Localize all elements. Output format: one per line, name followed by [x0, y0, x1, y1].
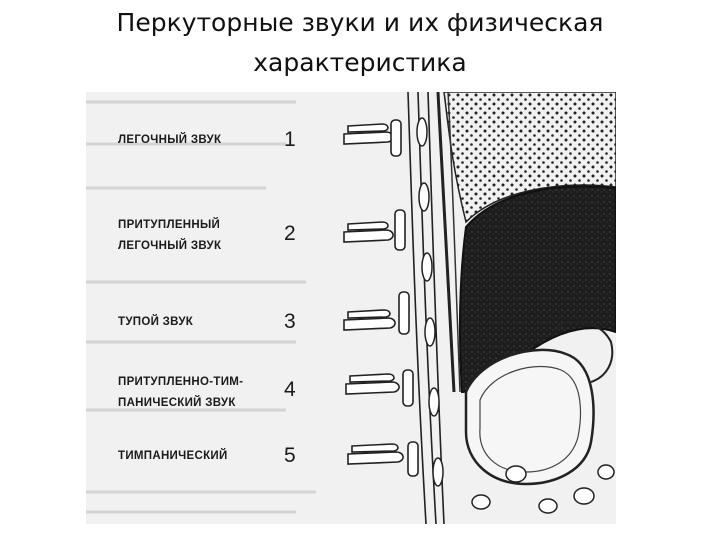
lung-tissue: [443, 92, 616, 224]
label-dull-sound: ТУПОЙ ЗВУК: [118, 316, 194, 328]
anatomy-drawing: [86, 92, 616, 524]
number-1: 1: [284, 128, 296, 151]
label-dulled-lung-line2: ЛЕГОЧНЫЙ ЗВУК: [118, 240, 222, 252]
number-4: 4: [284, 378, 296, 401]
percussion-illustration: ЛЕГОЧНЫЙ ЗВУК 1 ПРИТУПЛЕННЫЙ ЛЕГОЧНЫЙ ЗВ…: [86, 92, 616, 524]
label-lung-sound: ЛЕГОЧНЫЙ ЗВУК: [118, 134, 222, 146]
percussion-fingers: [343, 119, 419, 477]
bowel-loops: [471, 464, 615, 514]
number-3: 3: [284, 310, 296, 333]
intestine: [464, 348, 595, 486]
intestine-loop: [555, 321, 614, 383]
ribs: [416, 117, 444, 487]
slide-title-line-2: характеристика: [253, 48, 467, 77]
slide-title-line-1: Перкуторные звуки и их физическая: [116, 8, 604, 37]
number-2: 2: [284, 222, 296, 245]
background-text-texture: [86, 100, 316, 514]
label-tympanic-sound: ТИМПАНИЧЕСКИЙ: [118, 450, 228, 462]
number-5: 5: [284, 444, 296, 467]
label-dulled-tympanic-line1: ПРИТУПЛЕННО-ТИМ-: [118, 376, 244, 388]
label-dulled-lung-line1: ПРИТУПЛЕННЫЙ: [118, 219, 221, 231]
label-dulled-tympanic-line2: ПАНИЧЕСКИЙ ЗВУК: [118, 397, 236, 409]
diaphragm: [436, 92, 456, 393]
